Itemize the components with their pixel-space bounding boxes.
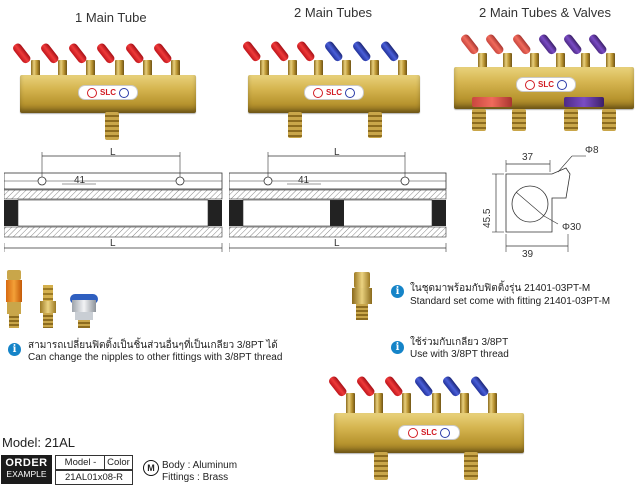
order-example-code: 21AL01x08-R xyxy=(55,470,133,485)
model-label: Model: 21AL xyxy=(2,435,75,450)
dimension-l-bottom: L xyxy=(110,238,116,249)
fitting-filter-image xyxy=(6,270,22,330)
order-example-badge: ORDER EXAMPLE xyxy=(1,455,52,484)
dimension-37: 37 xyxy=(522,152,534,163)
info-icon: i xyxy=(8,343,21,356)
info-icon: i xyxy=(391,341,404,354)
dimension-41: 41 xyxy=(74,175,86,186)
info-icon: i xyxy=(391,285,404,298)
order-head-model: Model - xyxy=(55,455,106,470)
heading-2-main-tubes-valves: 2 Main Tubes & Valves xyxy=(479,5,611,20)
dimension-39: 39 xyxy=(522,249,534,260)
technical-drawing-2-main-tubes xyxy=(229,152,447,252)
info-fittings-en: Can change the nipples to other fittings… xyxy=(28,352,283,363)
info-fittings-th: สามารถเปลี่ยนฟิตติ้งเป็นชิ้นส่วนอื่นๆที่… xyxy=(28,340,278,351)
dimension-phi30: Φ30 xyxy=(562,222,582,233)
material-fittings: Fittings : Brass xyxy=(162,472,229,483)
manifold-2-main-tubes-valves-photo: SLC xyxy=(452,25,637,137)
manifold-1-main-tube-photo: SLC xyxy=(11,30,210,150)
info-thread-th: ใช้ร่วมกับเกลียว 3/8PT xyxy=(410,337,509,348)
dimension-phi8: Φ8 xyxy=(585,145,599,156)
info-thread-en: Use with 3/8PT thread xyxy=(410,349,509,360)
dimension-45-5: 45.5 xyxy=(482,208,493,228)
dimension-41-2: 41 xyxy=(298,175,310,186)
heading-1-main-tube: 1 Main Tube xyxy=(75,10,147,25)
manifold-bottom-photo: SLC xyxy=(327,365,534,485)
dimension-l-top: L xyxy=(110,147,116,158)
heading-2-main-tubes: 2 Main Tubes xyxy=(294,5,373,20)
dimension-l-top-2: L xyxy=(334,147,340,158)
fitting-nipple-image xyxy=(40,285,56,330)
material-body: Body : Aluminum xyxy=(162,460,238,471)
info-standard-en: Standard set come with fitting 21401-03P… xyxy=(410,296,611,307)
manifold-logo: SLC xyxy=(398,425,460,440)
info-standard-th: ในชุดมาพร้อมกับฟิตติ้งรุ่น 21401-03PT-M xyxy=(410,283,591,294)
standard-fitting-image xyxy=(352,272,372,322)
fitting-push-in-image xyxy=(70,294,98,328)
manifold-logo: SLC xyxy=(516,77,576,92)
cross-section-drawing xyxy=(492,155,586,252)
manifold-logo: SLC xyxy=(78,85,138,100)
dimension-l-bottom-2: L xyxy=(334,238,340,249)
technical-drawing-1-main-tube xyxy=(4,152,223,252)
manifold-logo: SLC xyxy=(304,85,364,100)
manifold-2-main-tubes-photo: SLC xyxy=(241,30,438,145)
material-badge: M xyxy=(143,460,159,476)
order-head-color: Color xyxy=(104,455,133,470)
